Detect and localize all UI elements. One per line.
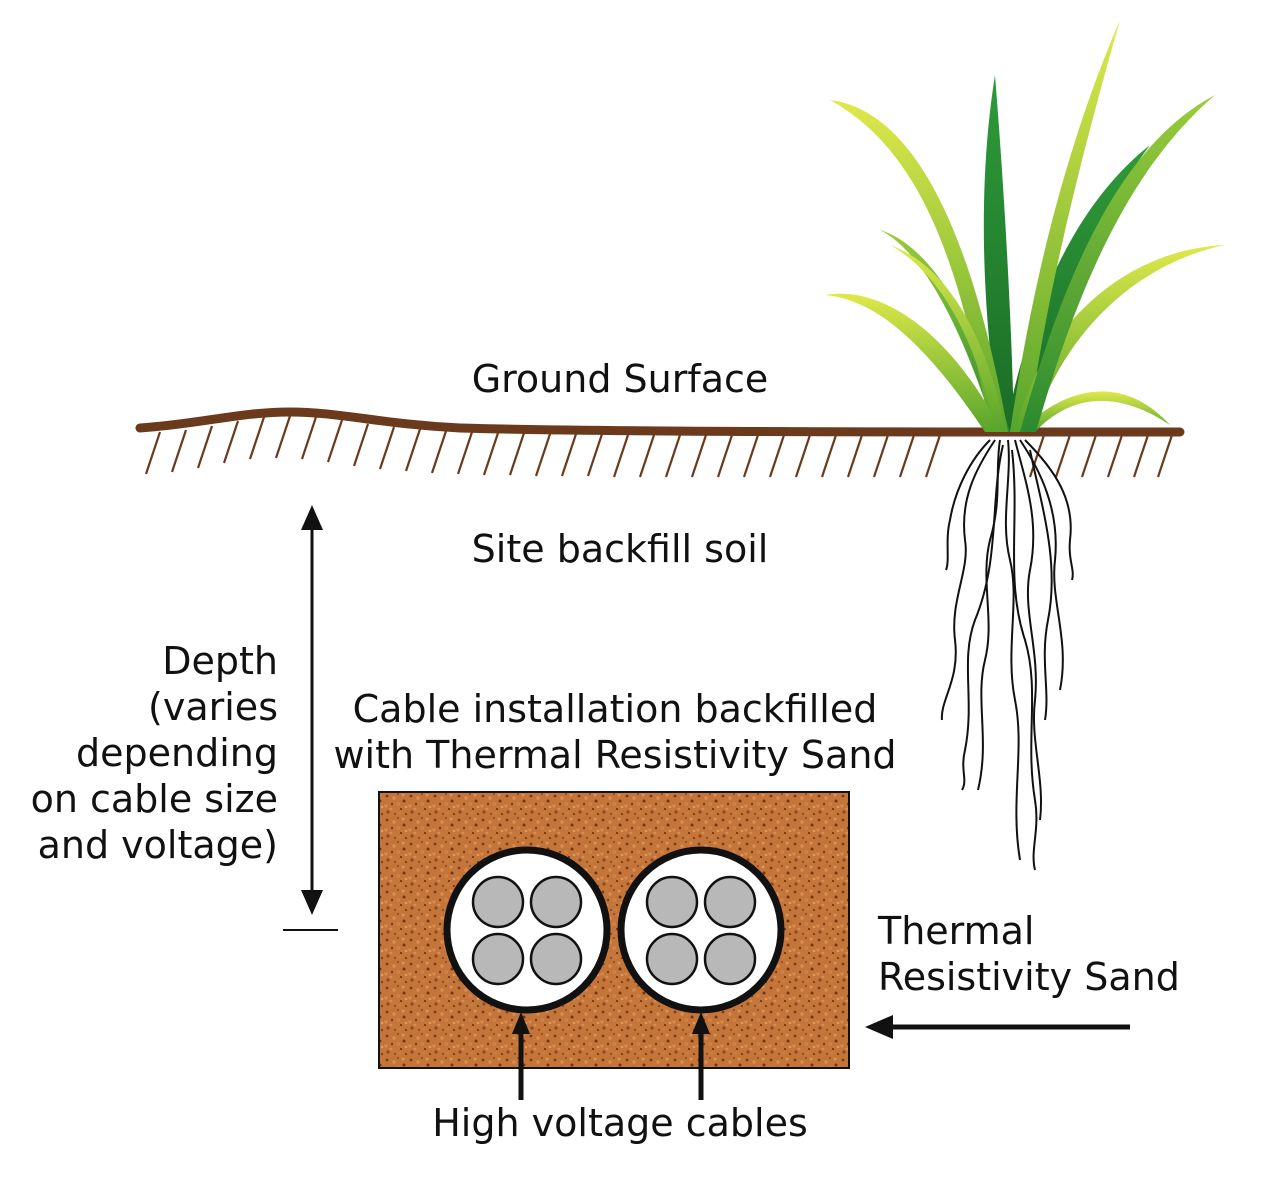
depth-label-line: (varies [148, 685, 278, 729]
hv-cables-label: High voltage cables [432, 1101, 808, 1145]
cable-installation-line: with Thermal Resistivity Sand [333, 733, 897, 777]
thermal-sand-label: Thermal Resistivity Sand [878, 908, 1258, 1000]
depth-label: Depth (varies depending on cable size an… [20, 638, 278, 868]
ground-surface-label: Ground Surface [471, 357, 769, 401]
cable-installation-line: Cable installation backfilled [352, 687, 878, 731]
depth-label-line: Depth [162, 639, 278, 683]
depth-label-line: on cable size [30, 777, 278, 821]
thermal-sand-line: Thermal [878, 909, 1035, 953]
cable-installation-label: Cable installation backfilled with Therm… [330, 686, 900, 778]
plant-roots-icon [940, 439, 1074, 871]
ground-surface-line [135, 407, 1185, 437]
cable-arrow-icon [512, 1012, 710, 1100]
grass-plant-icon [825, 20, 1225, 432]
site-backfill-label: Site backfill soil [471, 527, 769, 571]
high-voltage-cable-1 [443, 846, 611, 1014]
depth-double-arrow-icon [283, 505, 338, 931]
sand-arrow-icon [865, 1015, 1130, 1039]
depth-label-line: depending [76, 731, 278, 775]
high-voltage-cable-2 [617, 846, 785, 1014]
thermal-sand-line: Resistivity Sand [878, 955, 1180, 999]
depth-label-line: and voltage) [37, 823, 278, 867]
ground-hatching [144, 415, 1174, 478]
